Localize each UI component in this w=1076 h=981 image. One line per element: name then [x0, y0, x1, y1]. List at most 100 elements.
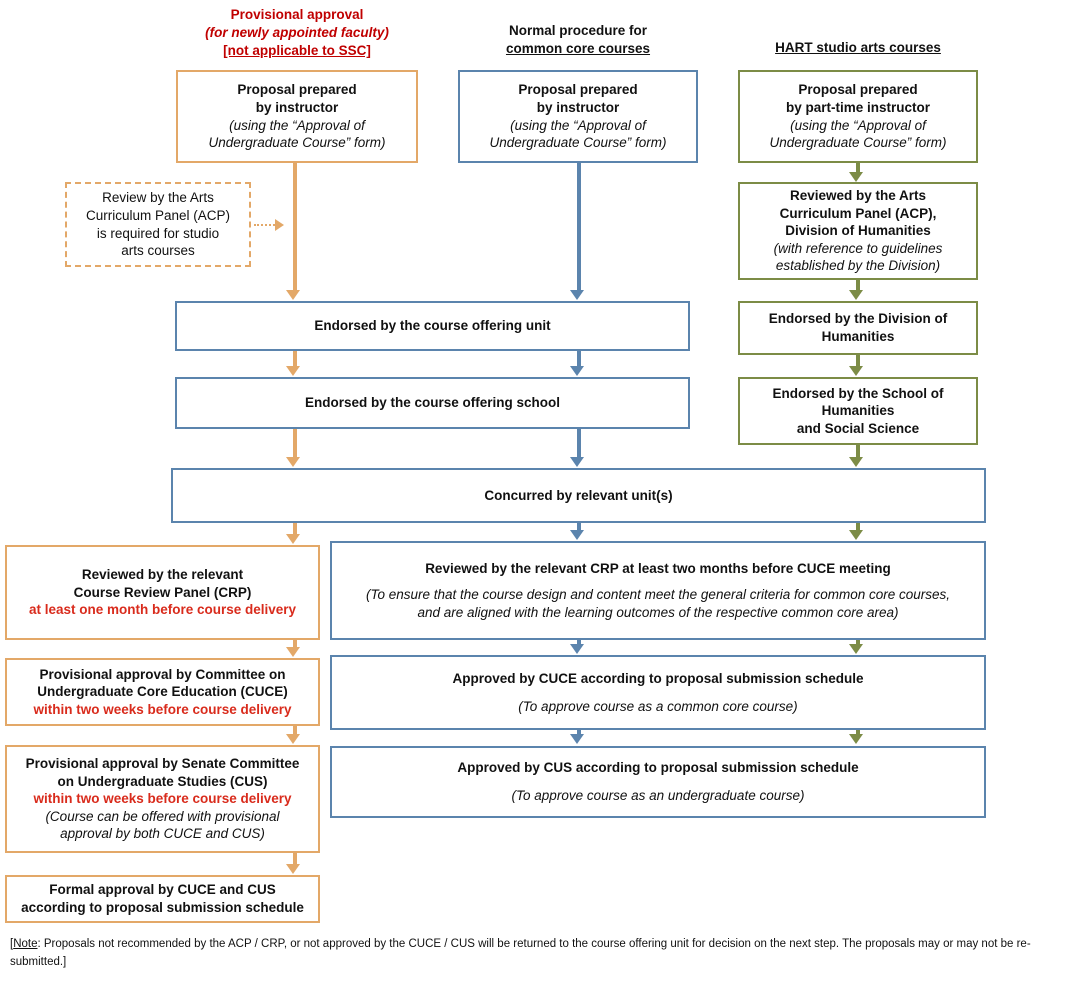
crp-right-line1: Reviewed by the relevant CRP at least tw… [425, 560, 891, 576]
approved-cuce-line2: (To approve course as a common core cour… [518, 698, 798, 714]
cus-prov-line3-red: within two weeks before course delivery [33, 791, 292, 807]
box-proposal-prepared-instructor-orange: Proposal prepared by instructor (using t… [176, 70, 418, 163]
connector-blue-unit-to-school [577, 351, 581, 367]
connector-blue-crp-to-cuce [577, 640, 581, 645]
box-reviewed-relevant-crp: Reviewed by the relevant Course Review P… [5, 545, 320, 640]
header-normal-line1: Normal procedure for [508, 23, 648, 38]
arrowhead-green-to-division [849, 290, 863, 300]
connector-orange-concurred-to-crp [293, 523, 297, 535]
proposal-orange-line2: by instructor [255, 99, 339, 115]
connector-blue-proposal-to-unit [577, 163, 581, 291]
box-endorsed-course-offering-unit: Endorsed by the course offering unit [175, 301, 690, 351]
header-provisional-line2: (for newly appointed faculty) [205, 25, 389, 41]
arrowhead-acp-note-right [275, 219, 284, 231]
acp-division-line3: Division of Humanities [785, 223, 931, 239]
cus-prov-line5: approval by both CUCE and CUS) [60, 826, 265, 842]
concurred-line1: Concurred by relevant unit(s) [484, 487, 673, 503]
note-label: Note [13, 938, 38, 950]
connector-green-proposal-to-acp [856, 163, 860, 174]
formal-approval-line2: according to proposal submission schedul… [21, 900, 304, 915]
connector-orange-crp-to-cuce [293, 640, 297, 648]
arrowhead-orange-cuce-to-cus [286, 734, 300, 744]
header-hart-line1: HART studio arts courses [775, 40, 941, 55]
header-provisional-approval: Provisional approval (for newly appointe… [176, 6, 418, 61]
endorsed-unit-line1: Endorsed by the course offering unit [314, 318, 551, 334]
connector-green-hss-to-concurred [856, 445, 860, 457]
connector-green-crp-to-cuce [856, 640, 860, 645]
arrowhead-orange-unit-to-school [286, 366, 300, 376]
arrowhead-orange-cus-to-formal [286, 864, 300, 874]
endorsed-division-line2: Humanities [821, 329, 895, 344]
approved-cuce-line1: Approved by CUCE according to proposal s… [452, 670, 864, 686]
arrowhead-blue-cuce-to-cus [570, 734, 584, 744]
connector-blue-cuce-to-cus [577, 730, 581, 735]
proposal-blue-line3: (using the “Approval of [510, 117, 646, 133]
header-normal-procedure: Normal procedure for common core courses [458, 22, 698, 58]
arrowhead-green-cuce-to-cus [849, 734, 863, 744]
box-proposal-prepared-parttime-instructor: Proposal prepared by part-time instructo… [738, 70, 978, 163]
arrowhead-green-to-concurred [849, 457, 863, 467]
acp-note-line2: Curriculum Panel (ACP) [85, 207, 231, 223]
crp-left-line1: Reviewed by the relevant [81, 567, 244, 583]
connector-orange-cus-to-formal [293, 853, 297, 865]
endorsed-hss-line2: Humanities [821, 403, 895, 419]
formal-approval-line1: Formal approval by CUCE and CUS [49, 882, 276, 898]
connector-acp-note-dashed [254, 224, 278, 226]
proposal-orange-line3: (using the “Approval of [229, 117, 365, 133]
crp-right-line2: (To ensure that the course design and co… [365, 587, 951, 603]
box-proposal-prepared-instructor-blue: Proposal prepared by instructor (using t… [458, 70, 698, 163]
acp-note-line3: is required for studio [96, 225, 220, 241]
cuce-prov-line1: Provisional approval by Committee on [39, 666, 286, 682]
connector-green-concurred-to-crp-right [856, 523, 860, 531]
proposal-orange-line1: Proposal prepared [237, 82, 357, 98]
cuce-prov-line2: Undergraduate Core Education (CUCE) [37, 684, 288, 700]
approved-cus-line1: Approved by CUS according to proposal su… [457, 760, 859, 776]
endorsed-division-line1: Endorsed by the Division of [768, 311, 948, 327]
box-formal-approval-cuce-cus: Formal approval by CUCE and CUS accordin… [5, 875, 320, 923]
proposal-blue-line2: by instructor [536, 99, 620, 115]
proposal-green-line2: by part-time instructor [785, 99, 931, 115]
connector-orange-proposal-to-unit [293, 163, 297, 291]
box-concurred-relevant-units: Concurred by relevant unit(s) [171, 468, 986, 523]
box-provisional-approval-cus: Provisional approval by Senate Committee… [5, 745, 320, 853]
arrowhead-blue-crp-to-cuce [570, 644, 584, 654]
acp-division-line4: (with reference to guidelines [773, 240, 943, 256]
box-provisional-approval-cuce: Provisional approval by Committee on Und… [5, 658, 320, 726]
arrowhead-orange-to-unit [286, 290, 300, 300]
proposal-green-line1: Proposal prepared [798, 82, 918, 98]
note-prefix: [ [10, 938, 14, 950]
connector-blue-school-to-concurred [577, 429, 581, 457]
box-approved-cus-schedule: Approved by CUS according to proposal su… [330, 746, 986, 818]
connector-blue-concurred-to-crp-right [577, 523, 581, 531]
arrowhead-orange-crp-to-cuce [286, 647, 300, 657]
connector-orange-school-to-concurred [293, 429, 297, 457]
box-reviewed-crp-two-months: Reviewed by the relevant CRP at least tw… [330, 541, 986, 640]
crp-left-line3-red: at least one month before course deliver… [28, 602, 297, 618]
acp-division-line5: established by the Division) [775, 258, 941, 274]
endorsed-hss-line1: Endorsed by the School of [772, 385, 944, 401]
proposal-blue-line1: Proposal prepared [518, 82, 638, 98]
cus-prov-line4: (Course can be offered with provisional [45, 808, 280, 824]
box-acp-review-note: Review by the Arts Curriculum Panel (ACP… [65, 182, 251, 267]
footer-note: [Note: Proposals not recommended by the … [10, 936, 1066, 972]
proposal-green-line3: (using the “Approval of [790, 117, 926, 133]
note-body: : Proposals not recommended by the ACP /… [10, 938, 1031, 968]
arrowhead-green-crp-to-cuce [849, 644, 863, 654]
proposal-green-line4: Undergraduate Course” form) [769, 135, 947, 151]
box-approved-cuce-schedule: Approved by CUCE according to proposal s… [330, 655, 986, 730]
arrowhead-green-to-hss [849, 366, 863, 376]
acp-division-line2: Curriculum Panel (ACP), [779, 205, 937, 221]
approved-cus-line2: (To approve course as an undergraduate c… [511, 788, 805, 803]
cus-prov-line2: on Undergraduate Studies (CUS) [57, 773, 268, 789]
arrowhead-orange-concurred-to-crp [286, 534, 300, 544]
box-endorsed-division-humanities: Endorsed by the Division of Humanities [738, 301, 978, 355]
connector-green-acp-to-division [856, 280, 860, 291]
crp-right-line3: and are aligned with the learning outcom… [417, 604, 899, 620]
arrowhead-green-concurred-to-crp-right [849, 530, 863, 540]
box-reviewed-acp-division-humanities: Reviewed by the Arts Curriculum Panel (A… [738, 182, 978, 280]
connector-orange-cuce-to-cus [293, 726, 297, 735]
header-normal-line2: common core courses [505, 41, 651, 57]
proposal-orange-line4: Undergraduate Course” form) [208, 135, 386, 151]
connector-green-cuce-to-cus [856, 730, 860, 735]
header-hart-studio-arts: HART studio arts courses [738, 39, 978, 57]
